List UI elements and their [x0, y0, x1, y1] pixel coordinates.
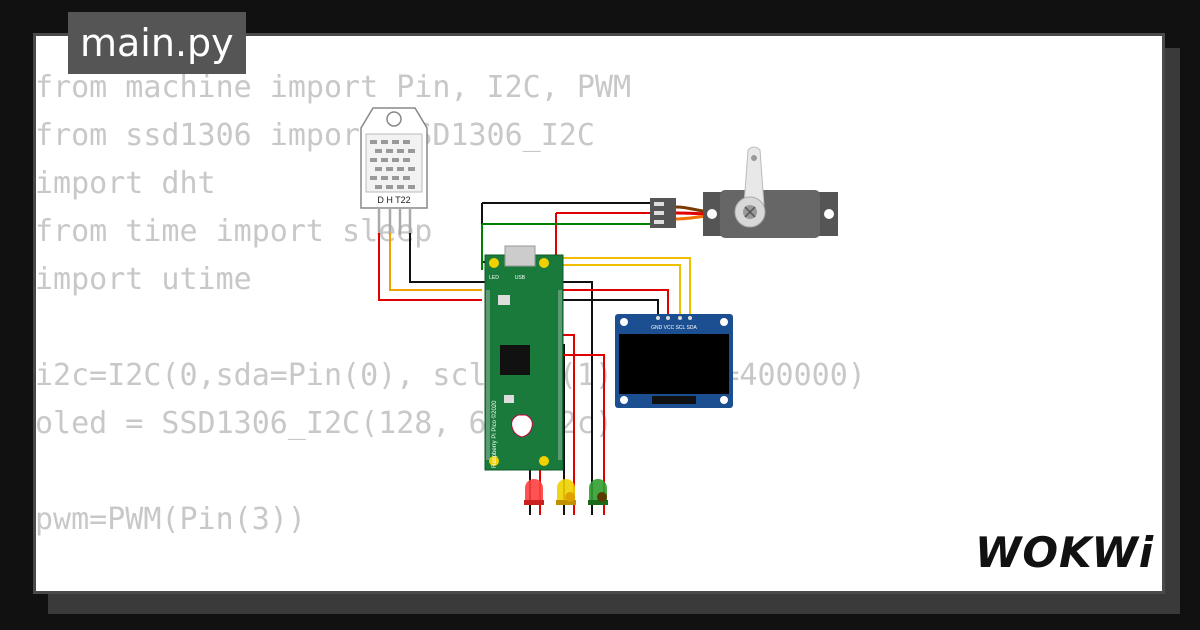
pico-board-label: Raspberry Pi Pico ©2020 — [491, 400, 498, 468]
dht22-sensor[interactable]: D H T22 — [360, 107, 428, 235]
servo-motor[interactable] — [650, 146, 838, 238]
led-yellow[interactable] — [556, 479, 576, 505]
code-line: import utime — [35, 262, 252, 297]
code-line: from machine import Pin, I2C, PWM — [35, 70, 632, 105]
code-line: pwm=PWM(Pin(3)) — [35, 502, 306, 537]
code-line: from ssd1306 import SSD1306_I2C — [35, 118, 595, 153]
file-tab[interactable]: main.py — [68, 12, 246, 74]
wokwi-logo: WOKWi — [975, 528, 1155, 577]
led-red[interactable] — [524, 479, 544, 505]
led-green[interactable] — [588, 479, 608, 505]
oled-display[interactable]: GND VCC SCL SDA — [615, 314, 733, 408]
servo-screw-icon — [744, 206, 756, 218]
code-line: oled = SSD1306_I2C(128, 64, i2c) — [35, 406, 613, 441]
raspberry-pi-pico[interactable]: LED USB Raspberry Pi Pico ©2020 — [484, 245, 564, 471]
dht22-label: D H T22 — [377, 195, 410, 205]
oled-pin-labels: GND VCC SCL SDA — [651, 325, 697, 331]
code-line: pwm.freq(50) — [35, 544, 866, 554]
pico-usb-label: USB — [515, 275, 526, 281]
code-line: from time import sleep — [35, 214, 433, 249]
code-editor: from machine import Pin, I2C, PWM from ss… — [35, 64, 866, 554]
raspberry-logo-icon — [511, 414, 533, 438]
pico-led-label: LED — [489, 275, 499, 281]
code-line: import dht — [35, 166, 216, 201]
